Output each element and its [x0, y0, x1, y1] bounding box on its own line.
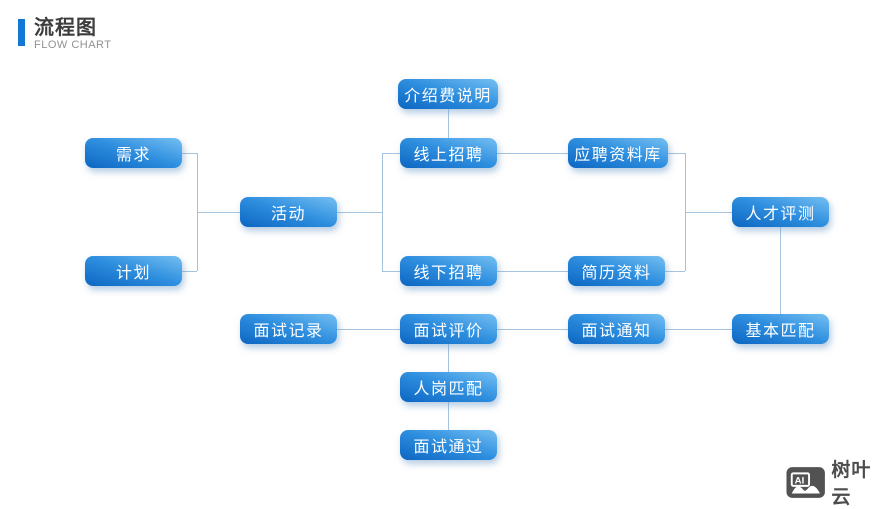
connector-line: [497, 271, 568, 272]
footer-logo: AI 树叶云: [786, 455, 889, 509]
connector-line: [497, 153, 568, 154]
node-intro-fee: 介绍费说明: [398, 79, 498, 109]
node-activity: 活动: [240, 197, 337, 227]
node-demand: 需求: [85, 138, 182, 168]
node-talent-assessment: 人才评测: [732, 197, 829, 227]
connector-line: [382, 153, 400, 154]
svg-text:AI: AI: [795, 475, 805, 486]
node-interview-record: 面试记录: [240, 314, 337, 344]
node-plan: 计划: [85, 256, 182, 286]
node-offline-recruitment: 线下招聘: [400, 256, 497, 286]
node-resume-data: 简历资料: [568, 256, 665, 286]
connector-line: [448, 402, 449, 430]
page-header: 流程图 FLOW CHART: [18, 17, 112, 52]
connector-line: [448, 109, 449, 138]
page-subtitle: FLOW CHART: [34, 39, 112, 51]
connector-line: [685, 212, 732, 213]
node-basic-match: 基本匹配: [732, 314, 829, 344]
node-interview-notice: 面试通知: [568, 314, 665, 344]
node-job-match: 人岗匹配: [400, 372, 497, 402]
connector-line: [382, 153, 383, 271]
ai-image-icon: AI: [786, 466, 825, 498]
connector-line: [665, 271, 685, 272]
footer-logo-text: 树叶云: [831, 460, 872, 508]
accent-bar: [18, 19, 25, 46]
node-interview-evaluation: 面试评价: [400, 314, 497, 344]
connector-line: [182, 271, 197, 272]
connector-line: [197, 212, 240, 213]
connector-line: [382, 271, 400, 272]
connector-line: [668, 153, 685, 154]
page-title: 流程图: [34, 17, 97, 39]
connector-line: [665, 329, 732, 330]
connector-line: [337, 212, 382, 213]
node-online-recruitment: 线上招聘: [400, 138, 497, 168]
node-interview-passed: 面试通过: [400, 430, 497, 460]
connector-line: [337, 329, 400, 330]
connector-line: [448, 344, 449, 372]
node-applicant-database: 应聘资料库: [568, 138, 668, 168]
connector-line: [497, 329, 568, 330]
connector-line: [182, 153, 197, 154]
connector-line: [780, 227, 781, 314]
